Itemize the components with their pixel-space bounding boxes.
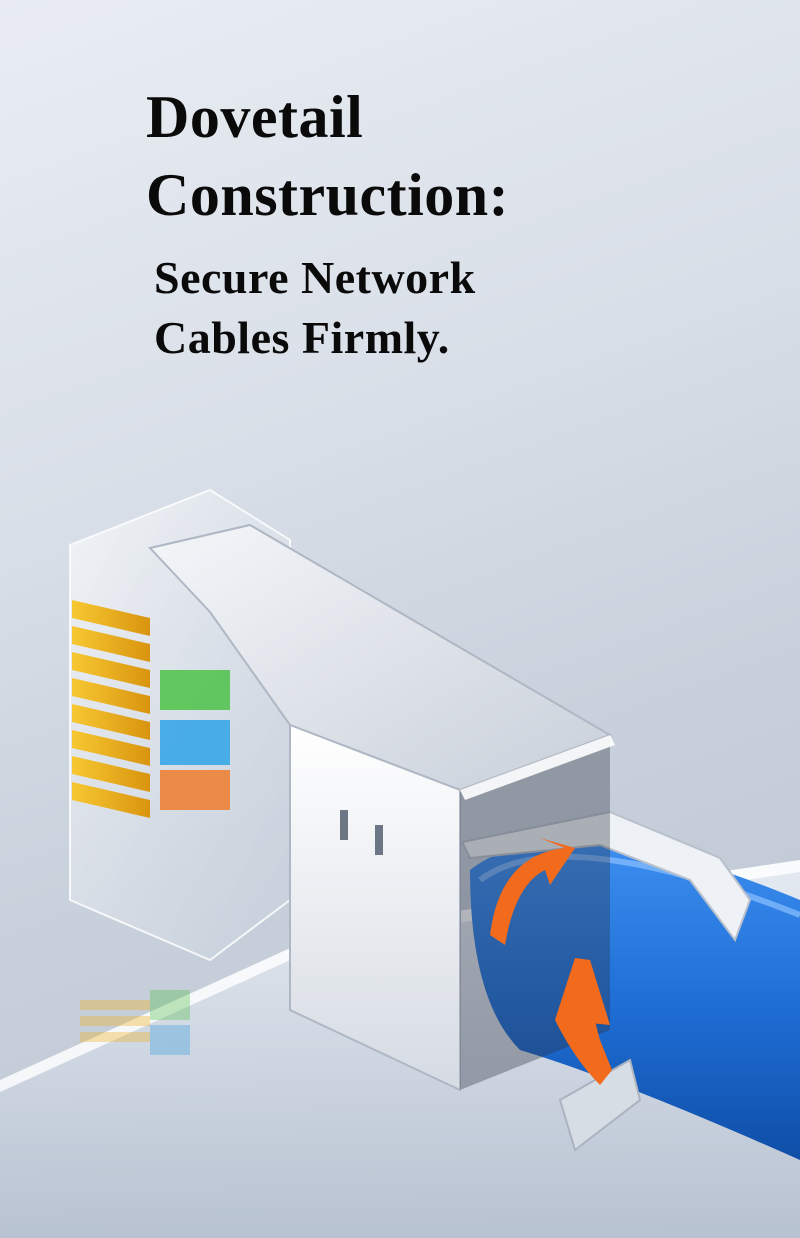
headline-line-2: Construction: [146,162,510,228]
metal-clip [460,810,752,943]
headline: Dovetail Construction: Secure Network Ca… [146,78,509,368]
metal-shield-front [289,723,461,1092]
rotation-arrow-icon [490,838,575,945]
headline-line-1: Dovetail [146,84,364,150]
gold-pins [72,600,150,818]
headline-line-4: Cables Firmly. [154,312,450,363]
colored-wires [160,670,230,810]
rotation-arrow-icon [555,958,612,1085]
headline-line-3: Secure Network [154,252,476,303]
pin-reflection [80,990,190,1055]
